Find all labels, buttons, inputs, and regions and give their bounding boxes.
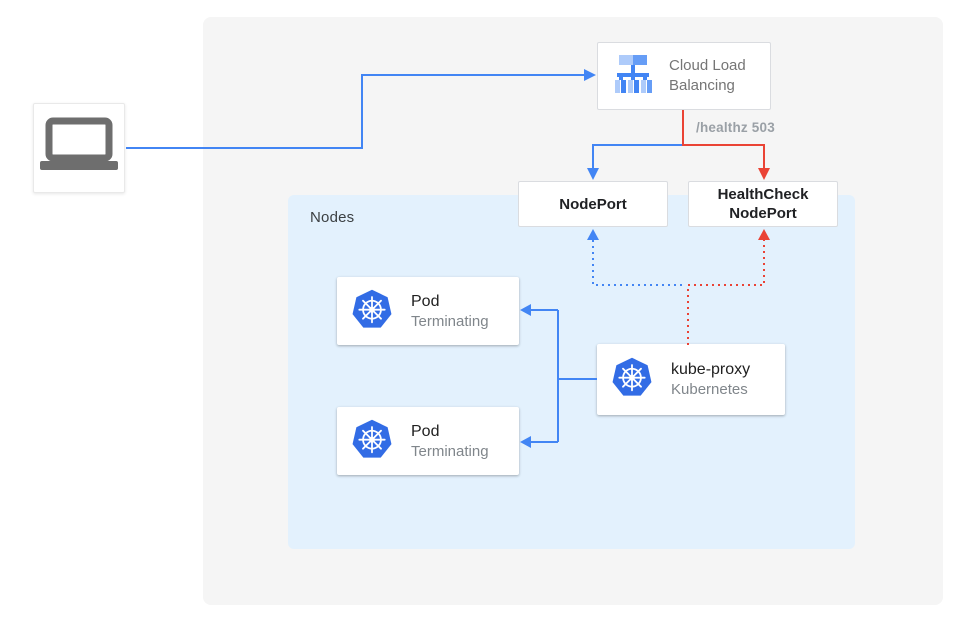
kubernetes-icon [610,355,654,404]
load-balancer-icon [611,54,655,99]
pod-title: Pod [411,292,440,310]
kube-proxy-node: kube-proxy Kubernetes [597,344,785,415]
kubernetes-icon [350,287,394,336]
laptop-icon [39,117,119,180]
nodeport-label: NodePort [559,195,627,213]
nodeport-node: NodePort [518,181,668,227]
pod-title: Pod [411,422,440,440]
pod-status: Terminating [411,312,489,330]
healthcheck-nodeport-label: HealthCheck NodePort [717,186,809,222]
healthz-status-label: /healthz 503 [696,120,775,135]
cloud-load-balancing-node: Cloud Load Balancing [597,42,771,110]
pod-node-1: Pod Terminating [337,277,519,345]
kube-proxy-title: kube-proxy [671,361,751,378]
pod-status: Terminating [411,442,489,460]
kubernetes-icon [350,417,394,466]
healthcheck-nodeport-node: HealthCheck NodePort [688,181,838,227]
pod-node-2: Pod Terminating [337,407,519,475]
kube-proxy-subtitle: Kubernetes [671,381,748,398]
cloud-load-balancing-label: Cloud Load Balancing [669,57,746,94]
nodes-panel-label: Nodes [310,209,355,226]
client-node [33,103,125,193]
